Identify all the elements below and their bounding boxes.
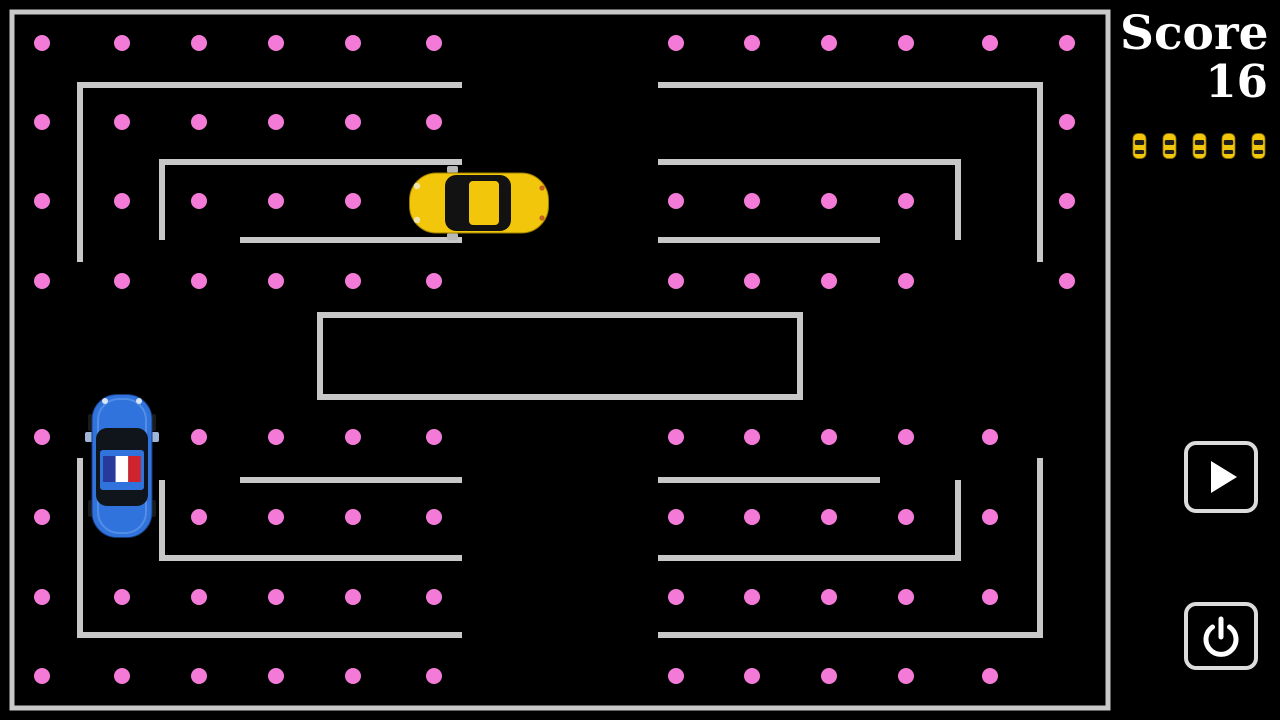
maze[interactable] xyxy=(0,0,1120,720)
life-car-icon xyxy=(1221,133,1236,159)
life-car-icon xyxy=(1192,133,1206,159)
score-label: Score xyxy=(1120,6,1269,61)
play-icon xyxy=(1211,461,1237,493)
power-button[interactable] xyxy=(1184,602,1258,670)
life-car-icon xyxy=(1132,133,1147,159)
power-icon xyxy=(1203,616,1239,657)
life-car-icon xyxy=(1251,133,1266,159)
play-button[interactable] xyxy=(1184,441,1258,513)
lives-row xyxy=(1132,132,1266,160)
score-value: 16 xyxy=(1205,55,1268,108)
hud-sidebar: Score 16 xyxy=(1120,0,1280,720)
life-car-icon xyxy=(1162,133,1177,159)
